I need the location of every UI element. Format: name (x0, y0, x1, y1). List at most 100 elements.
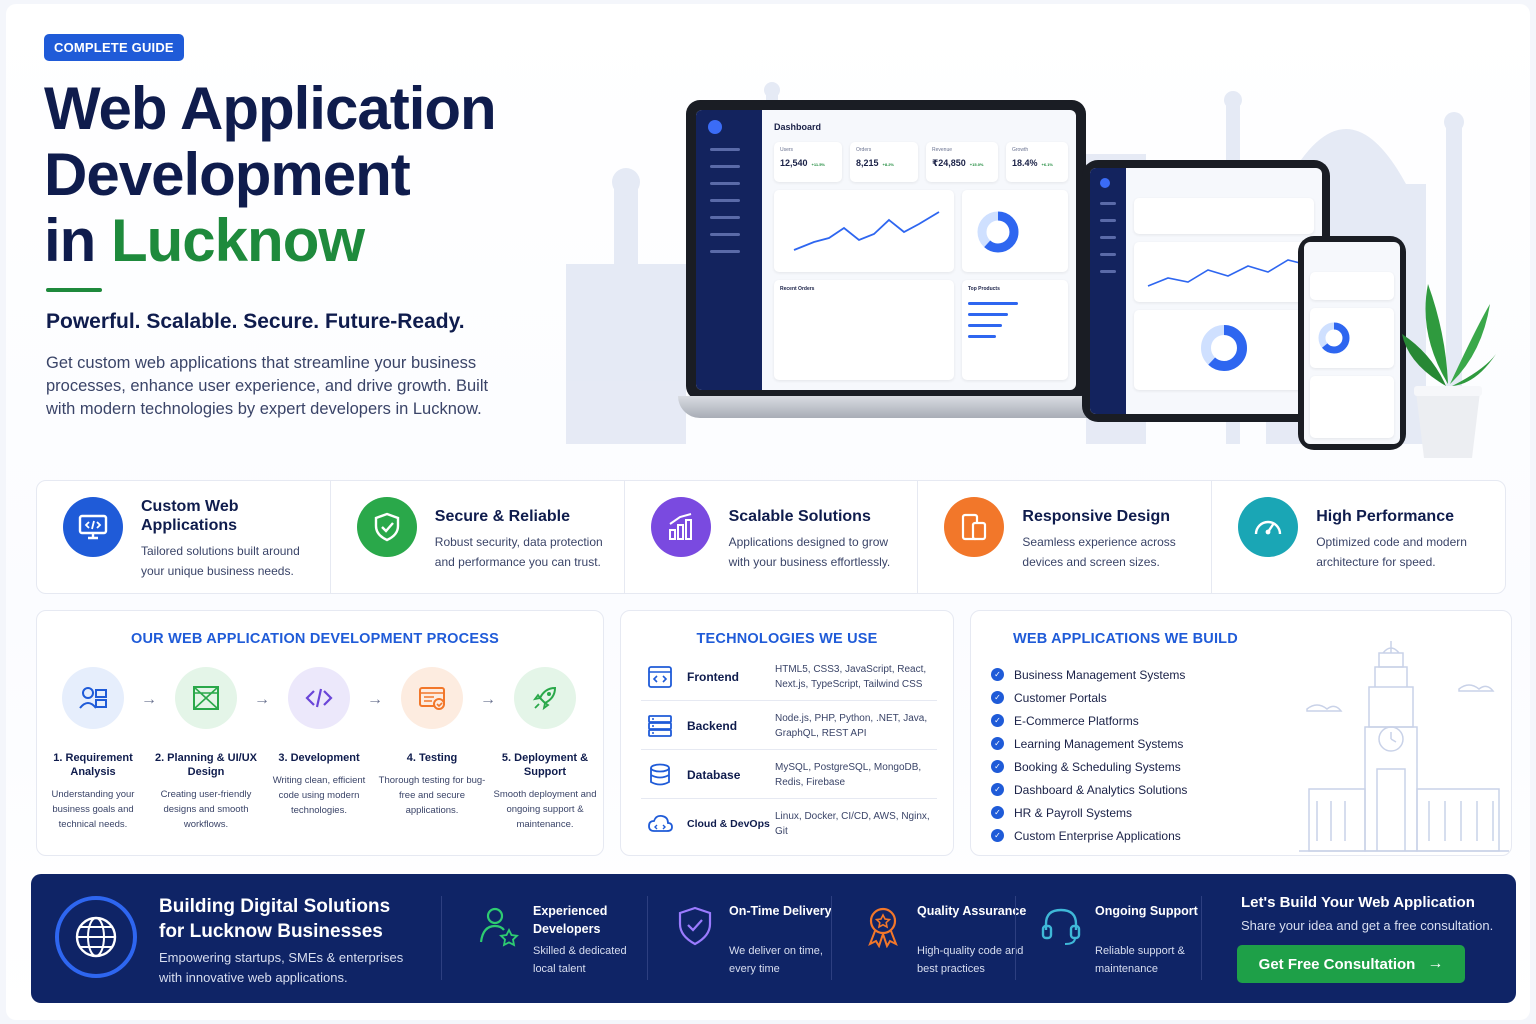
list-item: ✓Business Management Systems (991, 663, 1187, 686)
dashboard-screen: Dashboard Users 12,540+11.5% Orders 8,21… (696, 110, 1076, 390)
hero-tagline: Powerful. Scalable. Secure. Future-Ready… (46, 310, 465, 333)
step-title: 4. Testing (406, 752, 458, 764)
tech-list: MySQL, PostgreSQL, MongoDB, Redis, Fireb… (775, 761, 922, 788)
check-circle-icon: ✓ (991, 760, 1004, 773)
title-underline (46, 288, 102, 292)
process-step-1: 1. Requirement Analysis Understanding yo… (37, 667, 149, 832)
nav-item (710, 250, 740, 253)
kpi-revenue: Revenue ₹24,850+15.0% (926, 142, 998, 182)
process-step-2: 2. Planning & UI/UX Design Creating user… (150, 667, 262, 832)
app-name: Custom Enterprise Applications (1014, 828, 1181, 843)
process-title: OUR WEB APPLICATION DEVELOPMENT PROCESS (131, 631, 499, 647)
tech-list: Node.js, PHP, Python, .NET, Java, GraphQ… (775, 712, 928, 739)
kpi-number: 12,540 (780, 158, 808, 168)
banner-feature-desc: Skilled & dedicated local talent (533, 945, 627, 975)
list-item: ✓E-Commerce Platforms (991, 709, 1187, 732)
banner-divider (831, 896, 832, 980)
cta-button-label: Get Free Consultation (1258, 955, 1416, 973)
app-name: Booking & Scheduling Systems (1014, 759, 1181, 774)
process-panel: OUR WEB APPLICATION DEVELOPMENT PROCESS … (36, 610, 604, 856)
technologies-panel: TECHNOLOGIES WE USE Frontend HTML5, CSS3… (620, 610, 954, 856)
page: COMPLETE GUIDE Web Application Developme… (6, 4, 1530, 1020)
feature-desc: Robust security, data protection and per… (434, 535, 603, 569)
technologies-title: TECHNOLOGIES WE USE (696, 631, 878, 647)
people-icon (62, 667, 124, 729)
step-desc: Understanding your business goals and te… (51, 789, 135, 830)
feature-desc: Tailored solutions built around your uni… (141, 544, 300, 578)
kpi-label: Users (780, 147, 794, 153)
banner-feature-title: On-Time Delivery (729, 904, 832, 918)
banner-divider (1015, 896, 1016, 980)
kpi-value: 8,215+8.2% (856, 158, 912, 168)
kpi-label: Orders (856, 147, 872, 153)
phone-frame (1298, 236, 1406, 450)
tablet-mockup (1082, 160, 1330, 422)
kpi-label: Growth (1012, 147, 1029, 153)
arrow-icon: → (367, 691, 383, 708)
process-step-4: 4. Testing Thorough testing for bug-free… (376, 667, 488, 818)
phone-mockup (1298, 236, 1406, 450)
title-line-3-prefix: in (44, 207, 111, 274)
kpi-growth: +15.0% (969, 162, 984, 167)
top-products-panel: Top Products (962, 280, 1068, 380)
recent-orders-panel: Recent Orders (774, 280, 954, 380)
phone-kpi-row (1310, 272, 1394, 300)
step-desc: Thorough testing for bug-free and secure… (378, 775, 486, 816)
kpi-label: Revenue (932, 147, 953, 153)
feature-title: Responsive Design (1022, 508, 1170, 525)
developer-star-icon (479, 907, 519, 947)
nav-item (710, 182, 740, 185)
apps-title: WEB APPLICATIONS WE BUILD (1013, 631, 1238, 647)
code-window-icon (648, 665, 672, 688)
nav-item (1100, 270, 1116, 273)
tech-row-database: Database MySQL, PostgreSQL, MongoDB, Red… (641, 751, 937, 799)
cloud-icon (648, 814, 673, 832)
award-ribbon-icon (868, 907, 898, 948)
headset-icon (1041, 908, 1081, 945)
laptop-screen: Dashboard Users 12,540+11.5% Orders 8,21… (686, 100, 1086, 400)
step-title: 2. Planning & UI/UX Design (154, 752, 258, 778)
cta-title: Let's Build Your Web Application (1241, 894, 1475, 911)
growth-chart-icon (650, 497, 711, 557)
kpi-growth: +8.2% (882, 162, 894, 167)
feature-title: Secure & Reliable (434, 508, 570, 525)
title-line-3-accent: Lucknow (111, 207, 365, 274)
dashboard-sidebar (696, 110, 762, 390)
app-name: Dashboard & Analytics Solutions (1014, 782, 1188, 797)
tech-list: Linux, Docker, CI/CD, AWS, Nginx, Git (775, 811, 930, 837)
list-item: ✓Custom Enterprise Applications (991, 824, 1187, 847)
nav-item (710, 148, 740, 151)
step-title: 5. Deployment & Support (501, 752, 589, 778)
check-circle-icon: ✓ (991, 783, 1004, 796)
nav-item (710, 165, 740, 168)
check-circle-icon: ✓ (991, 691, 1004, 704)
globe-icon (55, 896, 137, 978)
phone-donut-graphic (1318, 322, 1350, 354)
tablet-donut-panel (1134, 310, 1314, 390)
tech-list: HTML5, CSS3, JavaScript, React, Next.js,… (775, 663, 927, 690)
list-item: ✓Customer Portals (991, 686, 1187, 709)
tech-name: Database (687, 767, 741, 782)
features-strip: Custom Web Applications Tailored solutio… (36, 480, 1506, 594)
code-brackets-icon (288, 667, 350, 729)
banner-title: Building Digital Solutions for Lucknow B… (159, 896, 391, 942)
list-item: ✓ Booking & Scheduling Systems (991, 755, 1187, 778)
recent-orders-label: Recent Orders (780, 286, 815, 292)
banner-feature-desc: High-quality code and best practices (917, 945, 1024, 975)
tech-row-backend: Backend Node.js, PHP, Python, .NET, Java… (641, 702, 937, 750)
get-free-consultation-button[interactable]: Get Free Consultation → (1237, 945, 1465, 983)
kpi-value: 12,540+11.5% (780, 158, 836, 168)
check-circle-icon: ✓ (991, 714, 1004, 727)
title-line-1: Web Application (44, 75, 497, 142)
guide-badge: COMPLETE GUIDE (44, 34, 184, 61)
feature-desc: Seamless experience across devices and s… (1022, 535, 1176, 569)
donut-chart-graphic (977, 211, 1019, 253)
hero-title: Web Application Development in Lucknow (44, 76, 604, 274)
app-name: Business Management Systems (1014, 667, 1186, 682)
nav-item (1100, 219, 1116, 222)
nav-item (1100, 253, 1116, 256)
banner-feature-title: Ongoing Support (1095, 904, 1198, 918)
list-item: ✓Learning Management Systems (991, 732, 1187, 755)
testing-window-icon (401, 667, 463, 729)
line-chart-graphic (793, 211, 940, 251)
